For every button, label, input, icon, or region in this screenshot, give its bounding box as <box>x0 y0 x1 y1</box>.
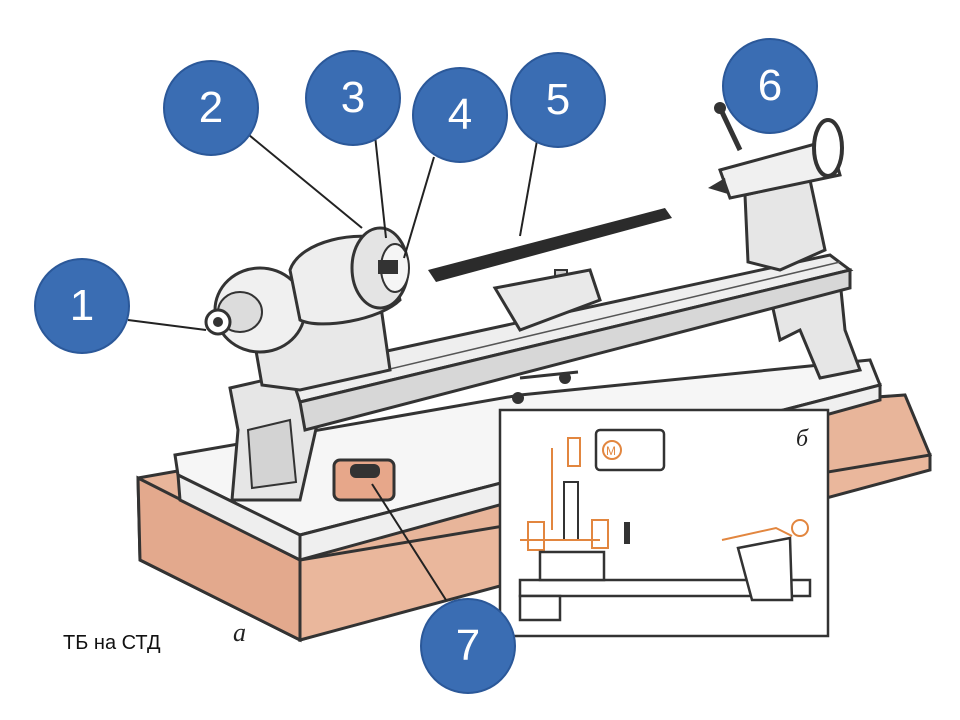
figure-label-inset: б <box>796 426 809 452</box>
callout-6: 6 <box>722 38 818 134</box>
caption: ТБ на СТД <box>63 632 161 654</box>
callout-2: 2 <box>163 60 259 156</box>
callout-1: 1 <box>34 258 130 354</box>
tailstock <box>708 102 844 272</box>
callout-4: 4 <box>412 67 508 163</box>
leader-lines <box>127 125 539 601</box>
headstock <box>204 226 410 392</box>
motor <box>332 458 396 502</box>
figure-label-main: а <box>233 618 246 647</box>
kinematic-scheme-inset: M <box>498 408 830 638</box>
callout-5: 5 <box>510 52 606 148</box>
callout-7: 7 <box>420 598 516 694</box>
tool-rest <box>428 208 672 404</box>
callout-3: 3 <box>305 50 401 146</box>
left-pedestal <box>228 370 320 502</box>
svg-text:M: M <box>606 444 616 458</box>
lathe-bed <box>288 253 854 432</box>
